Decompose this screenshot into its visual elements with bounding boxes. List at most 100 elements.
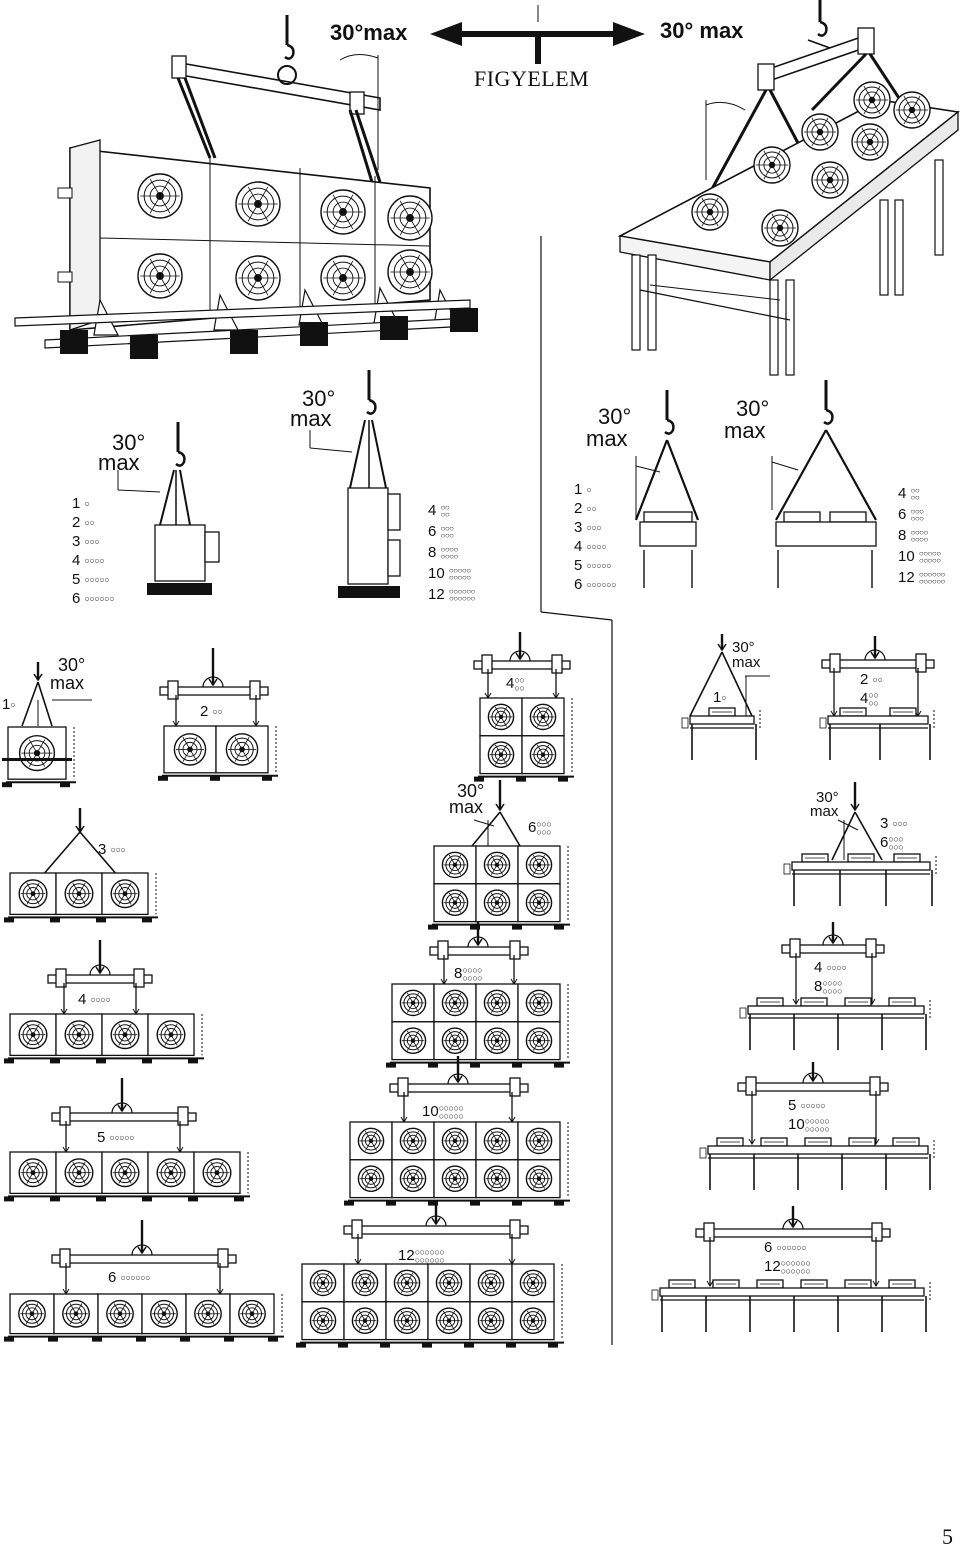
spreader-clamp <box>351 1219 363 1239</box>
lift-sling <box>348 109 374 183</box>
lift-config-4-double <box>473 632 574 782</box>
hook-shackle <box>807 39 831 49</box>
fan-icon <box>851 123 889 161</box>
horizontal-double-row-legs-lift <box>771 380 877 588</box>
lift-arrow-icon <box>808 1062 818 1083</box>
unit-dots: ○○○ ○○○ <box>910 507 925 524</box>
count-list-item: 1 ○ <box>72 496 90 511</box>
unit-body <box>775 521 877 547</box>
fan-icon <box>202 1158 232 1188</box>
fan-icon <box>529 741 557 769</box>
lift-sling <box>689 651 723 717</box>
angle-pointer <box>771 461 799 471</box>
spreader-beam <box>821 636 935 673</box>
lift-sling <box>825 429 877 521</box>
lift-sling <box>176 77 212 159</box>
lift-config-v510 <box>699 1062 935 1190</box>
lift-sling <box>704 89 768 201</box>
angle-label-max: max <box>586 426 628 451</box>
unit-dots: ○○○ <box>586 522 602 533</box>
unit-dots: ○○○○○ ○○○○○ <box>438 1103 464 1122</box>
angle-label: 30° <box>58 655 86 675</box>
fan-icon <box>393 1307 421 1334</box>
fan-icon <box>18 734 56 772</box>
fan-icon <box>387 195 433 241</box>
unit-dots: ○○○ <box>110 844 126 855</box>
count-number: 4 <box>428 502 437 519</box>
lift-arrow-icon <box>717 634 727 652</box>
unit-deck <box>791 861 931 871</box>
spreader-clamp <box>509 940 521 960</box>
spreader-beam <box>389 1056 529 1097</box>
unit-body <box>347 487 389 585</box>
fan-icon <box>483 1127 511 1155</box>
lift-sling <box>159 469 175 526</box>
fan-housing <box>387 493 401 531</box>
vertical-single-row-lift <box>117 422 220 595</box>
fan-icon <box>435 1307 463 1334</box>
count-number: 12 <box>428 586 445 603</box>
fan-icon <box>435 1269 463 1297</box>
unit-dots: ○○○○○ ○○○○○ <box>918 549 941 566</box>
spreader-beam <box>47 940 153 988</box>
fan-icon <box>441 1027 469 1054</box>
lift-arrow-icon <box>33 662 43 682</box>
unit-deck <box>689 715 755 725</box>
unit-dots: ○○○○ <box>90 994 111 1005</box>
fan-cowl <box>829 511 867 523</box>
spreader-beam <box>51 1078 197 1126</box>
angle-label-max: max <box>50 673 85 693</box>
spreader-clamp <box>55 968 67 988</box>
condenser-unit-v24 <box>819 707 935 760</box>
crane-hook-icon <box>664 390 675 435</box>
lift-arrow-icon <box>473 922 483 947</box>
lift-sling <box>183 77 217 159</box>
count-number: 4 <box>72 552 81 569</box>
condenser-unit-12-double <box>296 1263 564 1348</box>
lift-config-4 <box>4 940 204 1064</box>
spreader-clamp <box>249 680 261 700</box>
fan-icon <box>399 1127 427 1155</box>
spreader-clamp <box>177 1106 189 1126</box>
fan-icon <box>137 173 183 219</box>
spreader-bar <box>473 660 571 670</box>
unit-dots: ○○○ ○○○ <box>440 524 455 541</box>
spreader-clamp <box>171 55 187 79</box>
spreader-clamp <box>437 940 449 960</box>
unit-deck <box>747 1005 925 1015</box>
spreader-clamp <box>789 938 801 958</box>
fan-icon <box>477 1307 505 1334</box>
lift-config-5 <box>4 1078 250 1202</box>
pipe <box>649 284 781 301</box>
count-list-item: 4 ○○ ○○ <box>428 502 450 520</box>
panel-label-10-double: 10○○○○○ ○○○○○ <box>422 1103 464 1122</box>
unit-dots: ○ <box>10 699 16 710</box>
fan-icon <box>106 1299 134 1328</box>
unit-dots: ○○○○ <box>84 555 105 566</box>
panel-label-12-double: 12○○○○○○ ○○○○○○ <box>398 1247 445 1266</box>
angle-label-max: max <box>449 797 484 817</box>
unit-dots: ○○○ <box>892 818 908 829</box>
angle-pointer <box>309 447 353 453</box>
spreader-bar <box>51 1254 237 1264</box>
count-list-item: 10 ○○○○○ ○○○○○ <box>428 566 471 582</box>
fan-icon <box>761 209 799 247</box>
lift-arrow-icon <box>788 1206 798 1229</box>
count-list-item: 5 ○○○○○ <box>72 572 110 587</box>
lift-sling <box>471 811 501 847</box>
unit-dots: ○○○○ ○○○○ <box>440 545 459 562</box>
spreader-beam <box>781 922 885 958</box>
angle-label: 30° <box>732 639 755 656</box>
fan-icon <box>691 193 729 231</box>
spreader-bar <box>343 1225 529 1235</box>
unit-dots: ○○ ○○ <box>440 503 450 520</box>
hanger-arrow <box>748 1138 756 1145</box>
condenser-unit-4-double <box>474 697 574 782</box>
angle-pointer <box>117 489 161 493</box>
fan-housing <box>387 539 401 577</box>
panel-label-6: 6 ○○○○○○ <box>108 1269 151 1286</box>
count-list-item: 1 ○ <box>574 482 592 497</box>
lift-arrow-icon <box>208 648 218 687</box>
fan-icon <box>483 989 511 1017</box>
fan-icon <box>441 889 469 917</box>
